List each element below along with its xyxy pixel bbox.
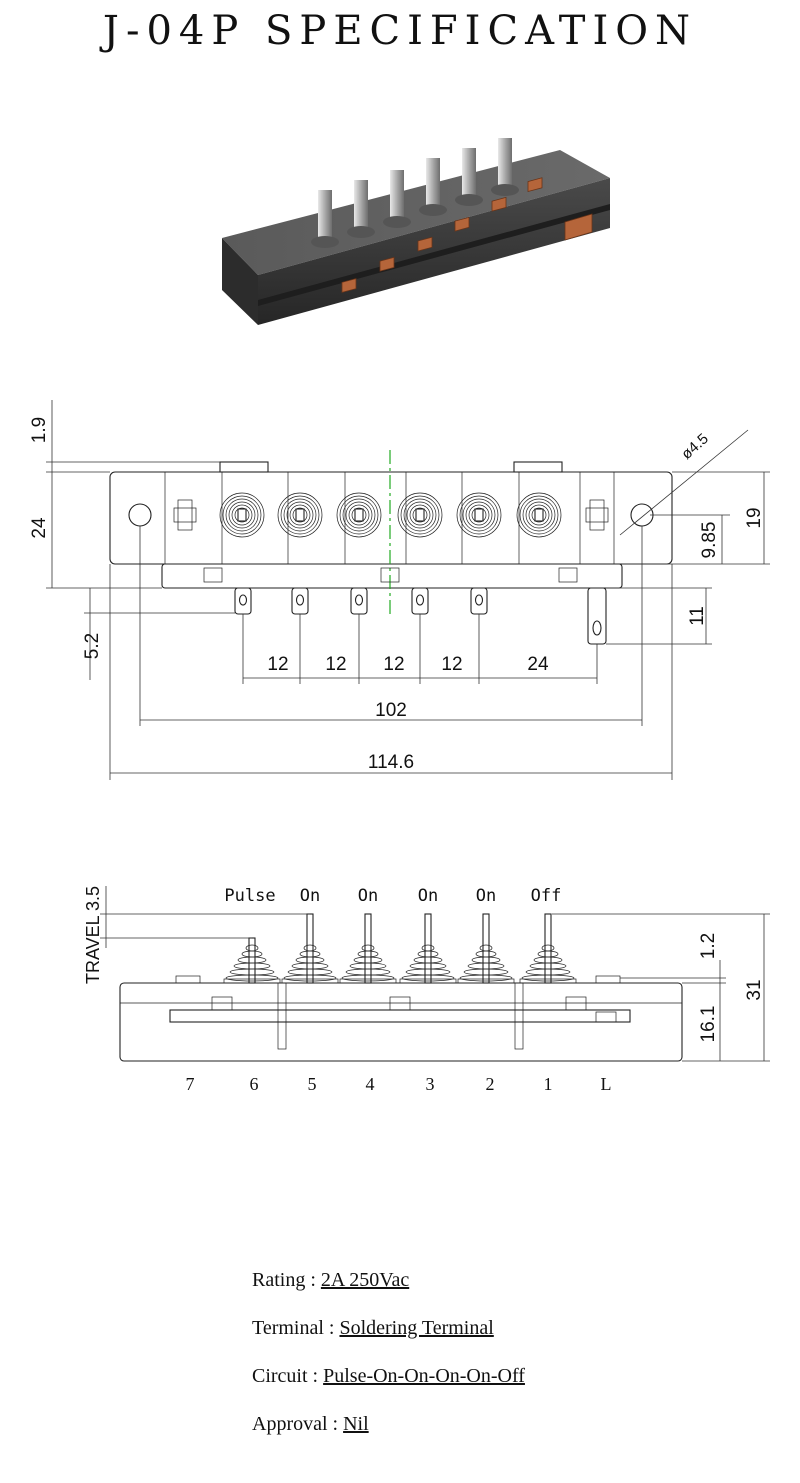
state-label-5: On [476, 886, 496, 906]
state-label-4: On [418, 886, 438, 906]
dim-114-6: 114.6 [368, 752, 414, 773]
state-label-1: Pulse [224, 886, 275, 906]
button-springs-side [223, 913, 577, 984]
dim-31: 31 [744, 979, 765, 1000]
terminal-tabs [341, 177, 593, 293]
spring-circle-3 [336, 492, 382, 538]
spring-circle-1 [219, 492, 265, 538]
state-label-3: On [358, 886, 378, 906]
dim-pitch-5: 24 [527, 654, 549, 675]
dim-pitch-1: 12 [267, 654, 288, 675]
spec-list: Rating : 2A 250Vac Terminal : Soldering … [252, 1262, 525, 1454]
pin-label-7: 7 [186, 1074, 195, 1094]
travel-label: TRAVEL 3.5 [83, 886, 103, 984]
spring-coil-3 [339, 913, 397, 984]
button-springs-top [219, 492, 562, 538]
spring-circle-4 [397, 492, 443, 538]
spring-circle-2 [277, 492, 323, 538]
dim-19: 19 [744, 507, 765, 528]
spring-coil-5 [457, 913, 515, 984]
spec-terminal: Terminal : Soldering Terminal [252, 1317, 494, 1339]
page-title: J-04P SPECIFICATION [102, 8, 698, 54]
pin-label-4: 4 [366, 1074, 375, 1094]
terminals-top [234, 587, 607, 645]
dim-16-1: 16.1 [698, 1006, 719, 1043]
spec-rating: Rating : 2A 250Vac [252, 1269, 410, 1291]
pin-label-5: 5 [308, 1074, 317, 1094]
dim-1-2: 1.2 [698, 933, 719, 959]
spring-coil-2 [281, 913, 339, 984]
spec-circuit: Circuit : Pulse-On-On-On-On-Off [252, 1365, 525, 1387]
dim-1-9: 1.9 [29, 417, 50, 443]
spring-coil-6 [519, 913, 577, 984]
housing-end [222, 238, 258, 325]
dim-24: 24 [29, 517, 50, 539]
product-render [222, 138, 610, 325]
spring-coil-1 [223, 937, 281, 984]
state-label-6: Off [531, 886, 562, 906]
pin-label-1: 1 [544, 1074, 553, 1094]
key-slot-right [585, 499, 609, 531]
pin-label-6: 6 [250, 1074, 259, 1094]
spring-circle-5 [456, 492, 502, 538]
pin-label-2: 2 [486, 1074, 495, 1094]
dim-pitch-3: 12 [383, 654, 404, 675]
top-view-drawing: 1.9 24 5.2 19 9.85 11 ø4.5 12 12 12 12 2… [29, 400, 770, 780]
spring-coil-4 [399, 913, 457, 984]
dim-pitch-4: 12 [441, 654, 462, 675]
side-view-drawing: Pulse On On On On Off TRAVEL 3.5 1.2 31 … [83, 886, 770, 1094]
spec-approval: Approval : Nil [252, 1413, 369, 1435]
housing-lower-step [161, 563, 623, 589]
pin-label-L: L [601, 1074, 612, 1094]
state-label-2: On [300, 886, 320, 906]
dim-pitch-2: 12 [325, 654, 346, 675]
pin-label-3: 3 [426, 1074, 435, 1094]
spring-circle-6 [516, 492, 562, 538]
key-slot-left [173, 499, 197, 531]
button-stems [311, 138, 519, 248]
dim-11: 11 [687, 606, 708, 626]
dim-9-85: 9.85 [699, 522, 720, 559]
dim-5-2: 5.2 [82, 633, 103, 659]
dim-102: 102 [375, 700, 407, 721]
